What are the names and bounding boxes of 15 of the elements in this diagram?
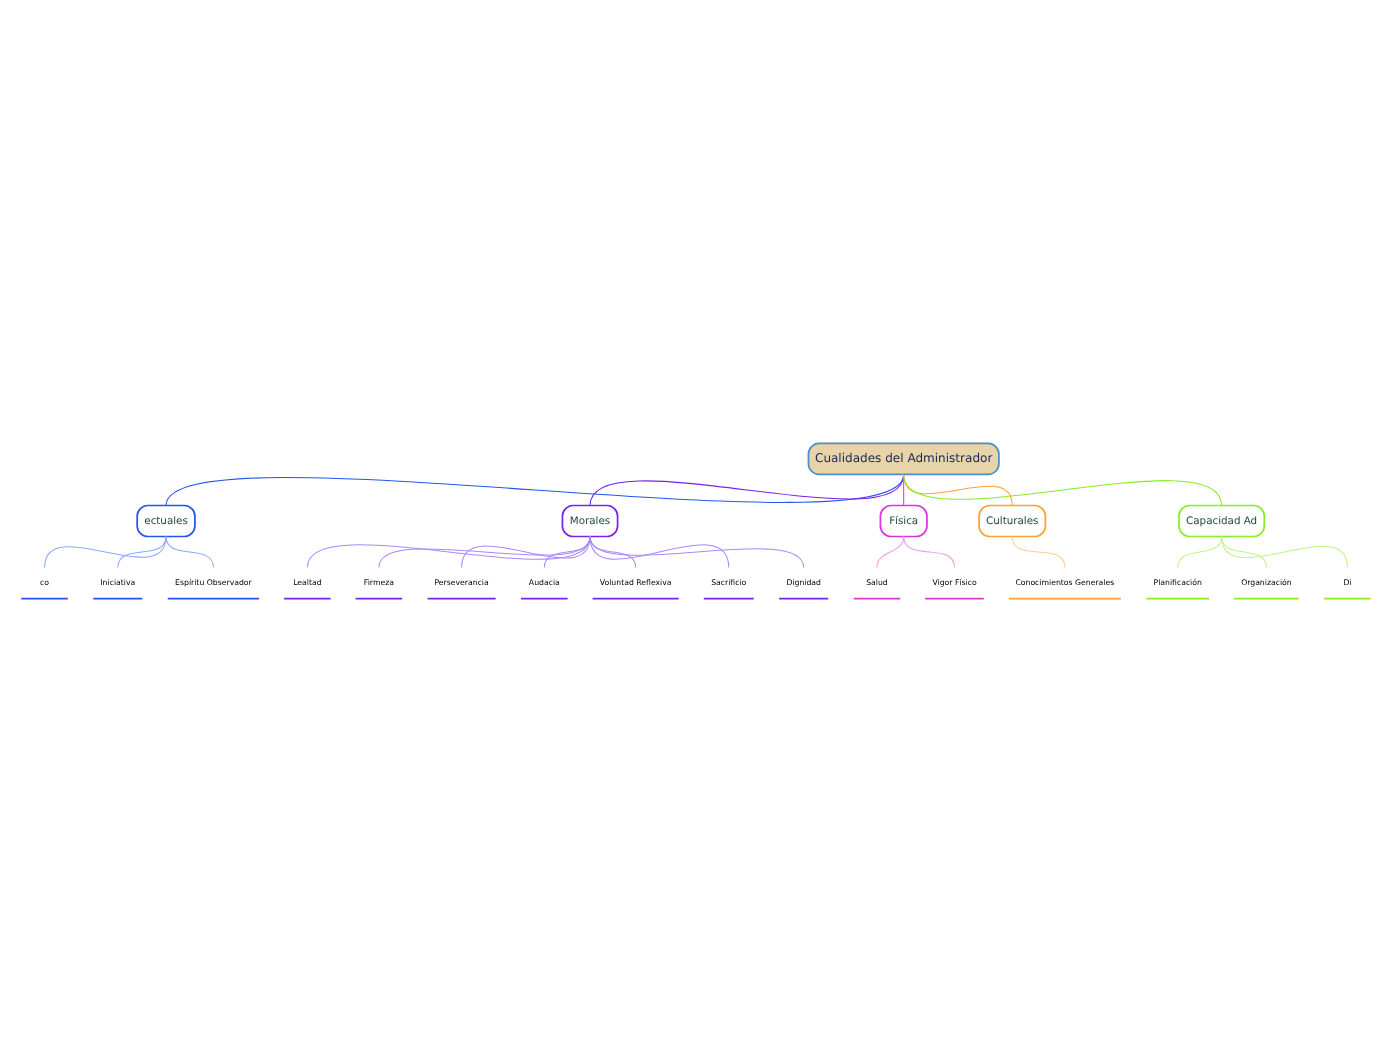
connector xyxy=(165,535,214,568)
connector xyxy=(1221,535,1267,568)
connector xyxy=(903,535,956,568)
connector xyxy=(461,535,591,568)
connector xyxy=(306,535,591,568)
connector xyxy=(117,535,167,568)
connector xyxy=(1011,535,1066,568)
connector xyxy=(378,535,591,568)
connector xyxy=(1221,535,1348,568)
connector xyxy=(543,535,591,568)
connector xyxy=(876,535,905,568)
connector xyxy=(589,535,730,568)
connector xyxy=(589,535,805,568)
connector xyxy=(1177,535,1223,568)
connector xyxy=(44,535,167,568)
